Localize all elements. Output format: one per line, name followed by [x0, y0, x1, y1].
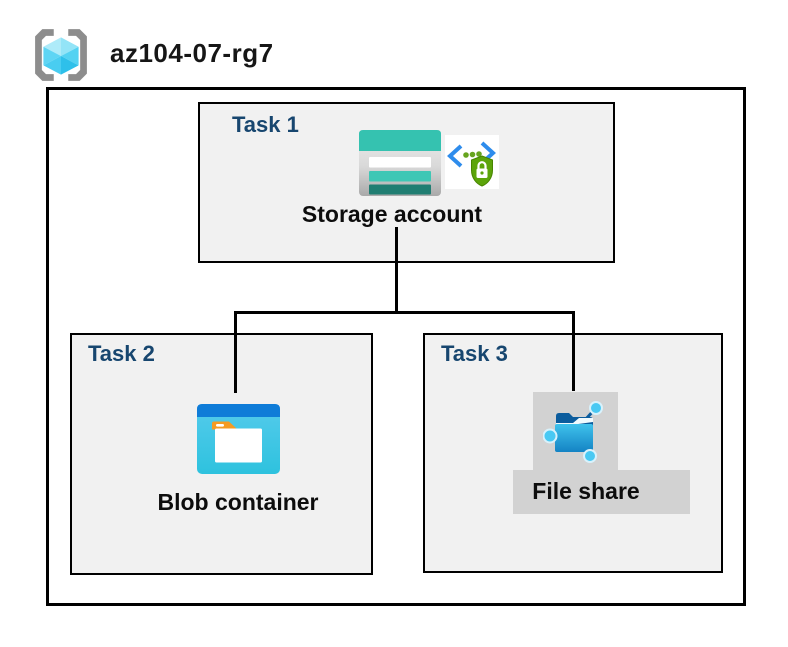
blob-container-icon: [197, 404, 280, 474]
task2-label: Task 2: [88, 341, 155, 366]
task2-box: Task 2 Blob container: [70, 333, 373, 575]
connector-to-file-share: [572, 311, 575, 391]
file-share-label: File share: [532, 478, 640, 504]
connector-to-blob-container: [234, 311, 237, 393]
azure-resource-group-icon: [32, 26, 90, 84]
task1-label: Task 1: [232, 112, 299, 137]
secure-access-icon: [445, 135, 499, 189]
blob-container-label: Blob container: [157, 489, 319, 515]
storage-account-icon: [359, 130, 441, 196]
connector-storage-stem: [395, 227, 398, 313]
resource-group-name: az104-07-rg7: [110, 38, 274, 68]
task3-label: Task 3: [441, 341, 508, 366]
file-share-label-highlight: [513, 470, 690, 514]
file-share-icon: [543, 399, 607, 463]
connector-branch-horizontal: [234, 311, 575, 314]
storage-account-label: Storage account: [301, 201, 483, 227]
task1-box: Task 1: [198, 102, 615, 263]
